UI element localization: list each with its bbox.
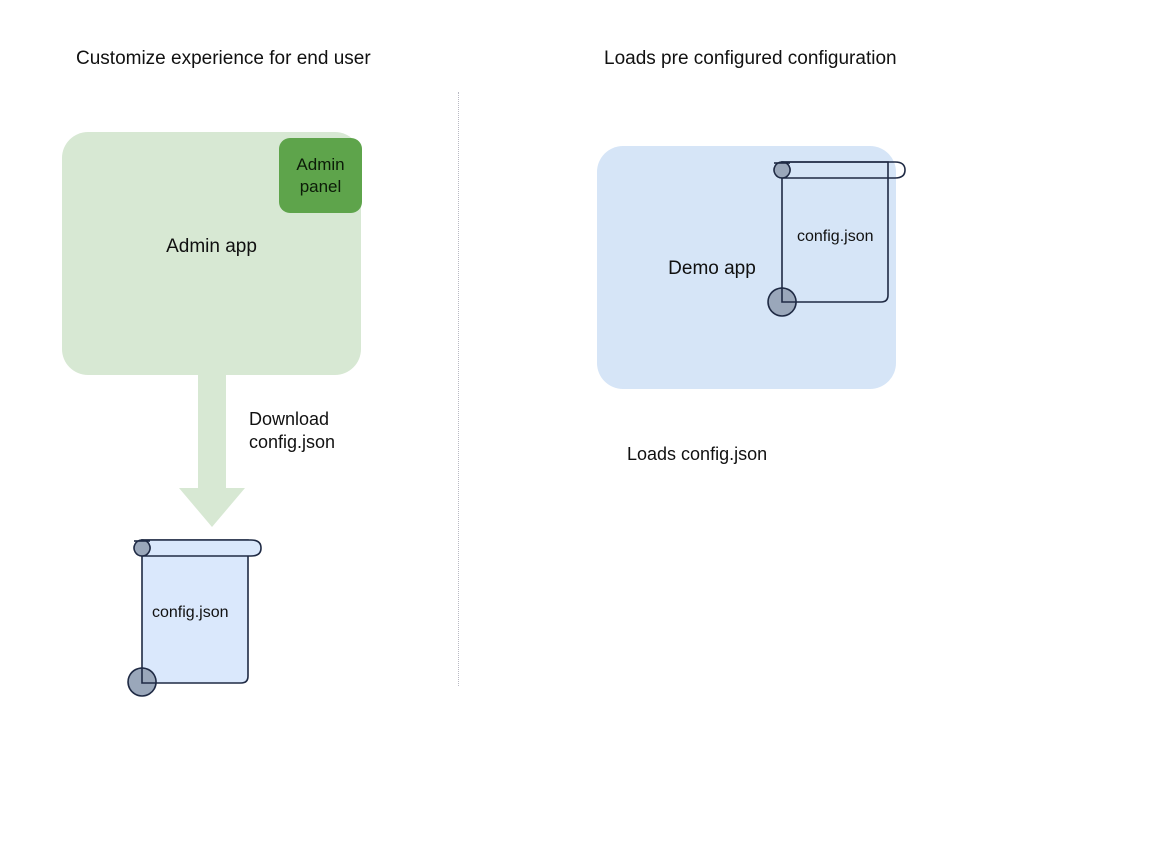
download-arrow-label-line2: config.json <box>249 432 336 452</box>
admin-panel-label-line2: panel <box>299 176 342 196</box>
loads-config-caption: Loads config.json <box>627 444 768 464</box>
down-arrow-icon <box>179 375 245 527</box>
download-arrow <box>177 375 247 530</box>
download-arrow-label-line1: Download <box>249 409 330 429</box>
admin-app-label: Admin app <box>166 236 257 257</box>
config-json-label-right: config.json <box>797 228 874 245</box>
right-column-title: Loads pre configured configuration <box>604 48 897 69</box>
column-divider <box>458 92 459 686</box>
scroll-document-icon <box>127 539 262 697</box>
admin-panel-label: Admin panel <box>296 154 344 198</box>
demo-app-label: Demo app <box>668 258 756 279</box>
scroll-document-icon <box>767 161 906 317</box>
config-json-label-left: config.json <box>152 604 229 621</box>
admin-panel-box[interactable]: Admin panel <box>279 138 362 213</box>
admin-panel-label-line1: Admin <box>296 154 345 174</box>
demo-app-box[interactable]: Demo app <box>597 146 896 389</box>
config-json-document-left[interactable]: config.json <box>120 528 270 697</box>
download-arrow-label: Download config.json <box>249 408 335 454</box>
config-json-document-right[interactable]: config.json <box>767 152 920 317</box>
left-column-title: Customize experience for end user <box>76 48 371 69</box>
